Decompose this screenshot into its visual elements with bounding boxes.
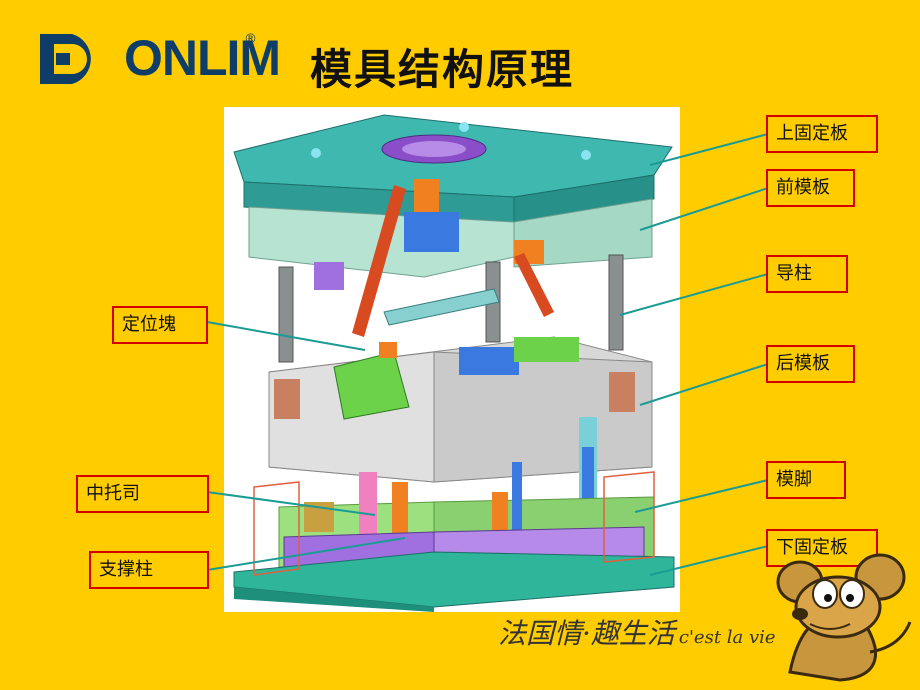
slogan-french: c'est la vie [678,627,776,648]
logo-mark-icon [40,34,91,84]
label-middle-bracket: 中托司 [76,475,209,513]
slogan-text: 法国情·趣生活 [498,617,675,650]
mouse-mascot-icon [776,553,912,682]
registered-mark: ® [244,32,257,47]
label-top-clamp-plate: 上固定板 [766,115,878,153]
label-mold-leg: 模脚 [766,461,846,499]
label-a-plate: 前模板 [766,169,855,207]
label-locating-block: 定位塊 [112,306,208,344]
label-b-plate: 后模板 [766,345,855,383]
mold-diagram [224,107,680,612]
logo-text: ONLIM [124,30,281,86]
mold-structure-illustration [233,114,675,612]
page-title: 模具结构原理 [310,45,575,94]
brand-logo: ONLIM ® [32,26,281,90]
label-bottom-clamp-plate: 下固定板 [766,529,878,567]
label-support-pillar: 支撑柱 [89,551,209,589]
label-guide-pillar: 导柱 [766,255,848,293]
